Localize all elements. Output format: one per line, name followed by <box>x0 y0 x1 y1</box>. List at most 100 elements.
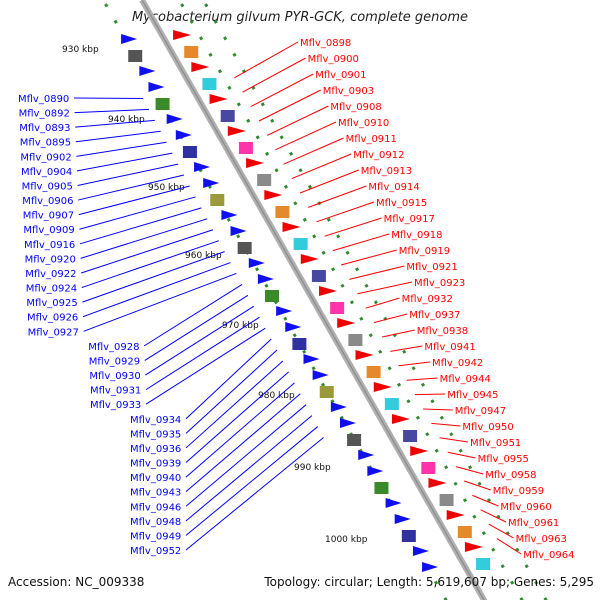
gene-label-left: Mflv_0949 <box>130 531 181 542</box>
gene-label-right: Mflv_0950 <box>462 422 513 433</box>
gene-label-left: Mflv_0925 <box>26 298 77 309</box>
forward-gene-arrow <box>285 322 302 332</box>
gene-leader-left <box>144 294 249 361</box>
gene-label-right: Mflv_0898 <box>300 38 351 49</box>
gene-block <box>457 526 472 538</box>
gene-block <box>210 194 225 206</box>
gene-leader-right <box>398 361 431 367</box>
gene-label-right: Mflv_0964 <box>523 550 574 561</box>
gene-block <box>366 366 381 378</box>
gene-leader-right <box>340 249 397 266</box>
tick-track-1 <box>177 0 524 600</box>
gene-label-right: Mflv_0915 <box>376 198 427 209</box>
gene-block <box>220 110 235 122</box>
gene-label-right: Mflv_0938 <box>417 326 468 337</box>
forward-gene-arrow <box>121 34 138 44</box>
kbp-tick-label: 1000 kbp <box>325 535 368 545</box>
gene-label-right: Mflv_0901 <box>315 70 366 81</box>
forward-gene-arrow <box>230 226 247 236</box>
gene-block <box>421 462 436 474</box>
gene-leader-right <box>496 538 522 555</box>
gene-leader-left <box>185 360 284 449</box>
gene-leader-right <box>488 523 514 539</box>
gene-leader-right <box>242 57 306 93</box>
gene-label-left: Mflv_0948 <box>130 517 181 528</box>
reverse-gene-arrow <box>209 94 228 104</box>
kbp-tick-label: 990 kbp <box>294 463 331 473</box>
gene-leader-left <box>83 273 237 332</box>
gene-label-left: Mflv_0936 <box>130 444 181 455</box>
gene-label-left: Mflv_0931 <box>90 386 141 397</box>
gene-label-left: Mflv_0952 <box>130 546 181 557</box>
gene-leader-left <box>76 152 173 172</box>
forward-gene-arrow <box>312 370 329 380</box>
forward-gene-arrow <box>221 210 238 220</box>
forward-gene-arrow <box>203 178 220 188</box>
reverse-gene-arrow <box>391 414 410 424</box>
forward-gene-arrow <box>248 258 265 268</box>
forward-gene-arrow <box>339 418 356 428</box>
gene-label-left: Mflv_0928 <box>88 342 139 353</box>
gene-leader-right <box>324 217 382 237</box>
gene-block <box>311 270 326 282</box>
reverse-gene-arrow <box>191 62 210 72</box>
gene-label-left: Mflv_0924 <box>26 284 77 295</box>
gene-label-left: Mflv_0930 <box>89 371 140 382</box>
gene-label-right: Mflv_0910 <box>338 118 389 129</box>
gene-leader-right <box>431 422 461 427</box>
gene-leader-right <box>299 169 359 194</box>
gene-block <box>202 78 217 90</box>
gene-label-left: Mflv_0933 <box>90 400 141 411</box>
gene-label-left: Mflv_0935 <box>130 429 181 440</box>
reverse-gene-arrow <box>464 542 483 552</box>
gene-label-left: Mflv_0909 <box>23 225 74 236</box>
tick-track-2 <box>201 0 548 600</box>
reverse-gene-arrow <box>264 190 283 200</box>
genome-backbone-core <box>141 0 485 600</box>
gene-label-right: Mflv_0959 <box>493 486 544 497</box>
gene-label-left: Mflv_0943 <box>130 488 181 499</box>
gene-label-right: Mflv_0942 <box>432 358 483 369</box>
kbp-tick-label: 950 kbp <box>148 183 185 193</box>
gene-block <box>128 50 143 62</box>
gene-label-left: Mflv_0916 <box>24 240 75 251</box>
gene-label-left: Mflv_0907 <box>23 211 74 222</box>
accession-label: Accession: NC_009338 <box>8 575 145 589</box>
gene-label-left: Mflv_0929 <box>89 356 140 367</box>
tick-track-0 <box>101 0 448 600</box>
gene-block <box>265 290 280 302</box>
gene-leader-left <box>143 283 243 347</box>
reverse-gene-arrow <box>373 382 392 392</box>
gene-leader-left <box>145 327 266 405</box>
gene-leader-right <box>455 466 484 475</box>
gene-block <box>401 530 416 542</box>
gene-label-right: Mflv_0951 <box>470 438 521 449</box>
reverse-gene-arrow <box>410 446 429 456</box>
gene-block <box>155 98 170 110</box>
gene-leader-left <box>145 316 260 391</box>
gene-block <box>293 238 308 250</box>
gene-leader-right <box>365 297 400 309</box>
gene-leader-right <box>275 121 337 151</box>
gene-leader-left <box>145 305 255 376</box>
gene-leader-left <box>78 185 190 216</box>
forward-gene-arrow <box>276 306 293 316</box>
gene-leader-left <box>185 426 319 536</box>
gene-label-right: Mflv_0947 <box>455 406 506 417</box>
forward-gene-arrow <box>303 354 320 364</box>
gene-leader-left <box>78 174 185 201</box>
gene-leader-left <box>185 437 324 551</box>
gene-leader-right <box>250 73 314 108</box>
gene-block <box>184 46 199 58</box>
gene-leader-right <box>291 153 352 180</box>
kbp-tick-label: 980 kbp <box>258 391 295 401</box>
gene-leader-left <box>75 130 161 143</box>
gene-label-left: Mflv_0905 <box>22 181 73 192</box>
gene-leader-left <box>80 218 208 259</box>
gene-block <box>347 434 362 446</box>
forward-gene-arrow <box>194 162 211 172</box>
reverse-gene-arrow <box>246 158 265 168</box>
gene-leader-left <box>82 251 225 303</box>
gene-label-right: Mflv_0919 <box>399 246 450 257</box>
